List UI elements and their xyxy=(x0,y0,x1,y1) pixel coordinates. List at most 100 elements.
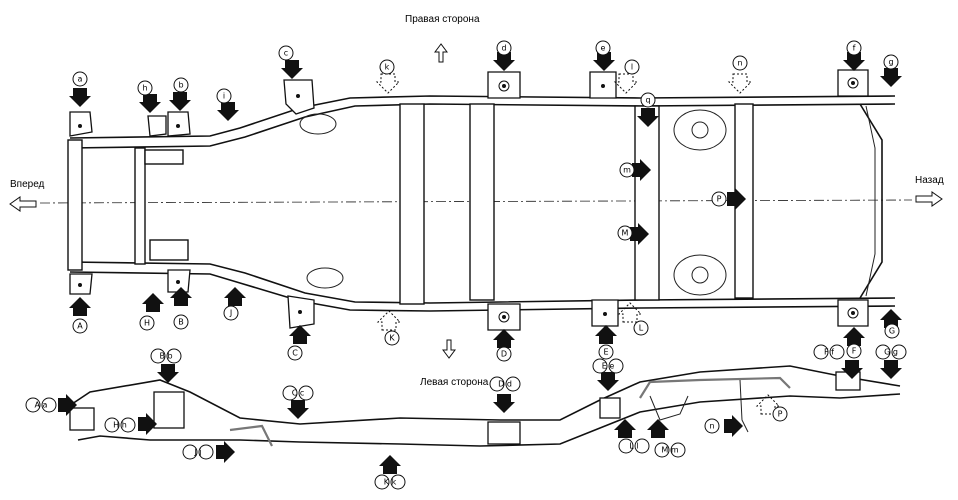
bracket-d xyxy=(487,71,521,99)
marker-K: K xyxy=(384,330,400,346)
bracket-h xyxy=(147,115,167,137)
arrow-F-icon xyxy=(843,327,865,346)
arrow-side-Ee-icon xyxy=(597,372,619,391)
svg-text:H h: H h xyxy=(113,421,127,430)
marker-side-Hh: H h xyxy=(104,417,136,433)
marker-side-Dd: D d xyxy=(489,376,521,392)
arrow-J-icon xyxy=(224,287,246,306)
marker-side-Mm: M m xyxy=(654,442,686,458)
svg-text:L: L xyxy=(639,324,644,333)
svg-text:F f: F f xyxy=(824,348,834,357)
bracket-f xyxy=(837,69,869,97)
svg-text:E: E xyxy=(603,348,608,357)
svg-text:B: B xyxy=(178,318,184,327)
marker-f: f xyxy=(846,40,862,56)
marker-k: k xyxy=(379,59,395,75)
arrow-H-icon xyxy=(142,293,164,312)
svg-text:l: l xyxy=(631,63,633,72)
front-label: Вперед xyxy=(10,179,45,190)
marker-h: h xyxy=(137,80,153,96)
svg-text:n: n xyxy=(709,422,714,431)
svg-text:q: q xyxy=(645,96,650,105)
arrow-side-Kk-icon xyxy=(379,455,401,474)
arrow-g-icon xyxy=(880,68,902,87)
frame-side-view xyxy=(69,365,901,447)
arrow-L-icon xyxy=(618,302,642,323)
marker-q: q xyxy=(640,92,656,108)
svg-text:d: d xyxy=(501,44,506,53)
arrow-k-icon xyxy=(376,73,400,94)
marker-P: P xyxy=(711,191,727,207)
marker-g: g xyxy=(883,54,899,70)
arrow-i-icon xyxy=(217,102,239,121)
marker-i: i xyxy=(216,88,232,104)
svg-text:h: h xyxy=(142,84,147,93)
svg-text:A: A xyxy=(77,322,83,331)
marker-side-n: n xyxy=(704,418,720,434)
svg-text:L l: L l xyxy=(629,442,638,451)
arrow-side-n-icon xyxy=(724,415,743,437)
marker-side-Kk: K k xyxy=(374,474,406,490)
up-direction-icon xyxy=(434,43,448,63)
svg-text:F: F xyxy=(852,347,857,356)
marker-e: e xyxy=(595,40,611,56)
marker-n: n xyxy=(732,55,748,71)
marker-B: B xyxy=(173,314,189,330)
rear-label: Назад xyxy=(915,175,944,186)
marker-F: F xyxy=(846,343,862,359)
down-direction-icon xyxy=(442,339,456,359)
bracket-C xyxy=(287,295,315,329)
arrow-side-Gg-icon xyxy=(880,360,902,379)
svg-text:E e: E e xyxy=(602,362,615,371)
svg-text:k: k xyxy=(385,63,390,72)
arrow-h-icon xyxy=(139,94,161,113)
right-side-label: Правая сторона xyxy=(405,14,480,25)
svg-text:n: n xyxy=(737,59,742,68)
bracket-F xyxy=(837,299,869,327)
marker-side-Ee: E e xyxy=(592,358,624,374)
arrow-side-Jj-icon xyxy=(216,441,235,463)
svg-text:e: e xyxy=(601,44,606,53)
marker-side-Bb: B b xyxy=(150,348,182,364)
left-side-label: Левая сторона xyxy=(420,377,489,388)
svg-text:B b: B b xyxy=(159,352,172,361)
marker-side-Gg: G g xyxy=(875,344,907,360)
arrow-side-Mm-icon xyxy=(647,419,669,438)
arrow-A-icon xyxy=(69,297,91,316)
marker-m: m xyxy=(619,162,635,178)
marker-G: G xyxy=(884,323,900,339)
marker-C: C xyxy=(287,345,303,361)
arrow-E-icon xyxy=(595,325,617,344)
svg-text:K: K xyxy=(389,334,395,343)
bracket-E xyxy=(591,299,619,327)
marker-side-Ff: F f xyxy=(813,344,845,360)
arrow-side-Dd-icon xyxy=(493,394,515,413)
arrow-K-icon xyxy=(377,310,401,331)
svg-text:a: a xyxy=(78,75,83,84)
svg-text:G g: G g xyxy=(884,348,898,357)
bracket-D xyxy=(487,303,521,331)
svg-text:P: P xyxy=(778,410,783,419)
svg-text:f: f xyxy=(853,44,856,53)
marker-side-Cc: C c xyxy=(282,385,314,401)
marker-M: M xyxy=(617,225,633,241)
svg-text:J: J xyxy=(229,309,232,318)
svg-text:M: M xyxy=(622,229,629,238)
svg-text:G: G xyxy=(889,327,895,336)
svg-text:P: P xyxy=(717,195,722,204)
arrow-side-Cc-icon xyxy=(287,400,309,419)
marker-c: c xyxy=(278,45,294,61)
svg-text:C c: C c xyxy=(292,389,305,398)
svg-text:K k: K k xyxy=(384,478,397,487)
arrow-a-icon xyxy=(69,88,91,107)
marker-b: b xyxy=(173,77,189,93)
front-arrow-icon xyxy=(9,196,37,212)
svg-text:g: g xyxy=(888,58,893,67)
svg-text:A a: A a xyxy=(35,401,48,410)
svg-text:m: m xyxy=(623,166,631,175)
marker-d: d xyxy=(496,40,512,56)
marker-J: J xyxy=(223,305,239,321)
marker-side-Ll: L l xyxy=(618,438,650,454)
bracket-B xyxy=(167,269,191,293)
arrow-n-icon xyxy=(728,73,752,94)
